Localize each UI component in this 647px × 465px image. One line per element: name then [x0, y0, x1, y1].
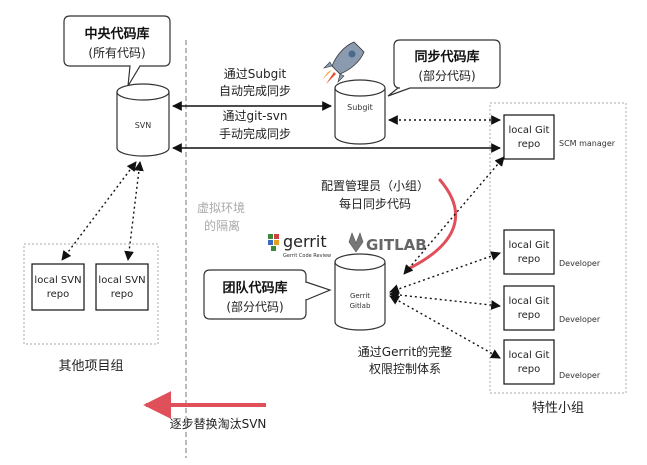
gerrit-dev-link-2 [389, 290, 501, 310]
scm-git-repo-line2: repo [518, 139, 541, 150]
sync-repo-title: 同步代码库 [414, 49, 479, 65]
gerrit-dev-link-3 [389, 295, 501, 359]
dev-role-label-3: Developer [559, 371, 601, 380]
local-svn-repo-2 [95, 263, 149, 311]
admin-sync-red-arrow [408, 178, 458, 270]
sync-repo-subtitle: (部分代码) [418, 68, 475, 83]
scm-git-repo-line1: local Git [509, 125, 550, 136]
dev-git-repo-1 [503, 229, 555, 275]
gitlab-logo-text: GITLAB [366, 236, 427, 254]
scm-gerrit-link [403, 156, 505, 275]
other-group: local SVN repo local SVN repo 其他项目组 [23, 243, 159, 374]
dev-git-repo-3-line1: local Git [509, 350, 550, 361]
feature-group-label: 特性小组 [532, 401, 584, 416]
local-svn-repo-2-line1: local SVN [98, 275, 145, 286]
rocket-icon [322, 41, 365, 84]
svn-local-link-1 [61, 161, 137, 261]
central-repo-title: 中央代码库 [84, 26, 149, 42]
sync-repo-callout: 同步代码库 (部分代码) [387, 39, 501, 97]
admin-sync-label-1: 配置管理员（小组） [321, 178, 429, 193]
isolation-label-2: 的隔离 [204, 218, 240, 233]
dev-git-repo-1-line2: repo [518, 254, 541, 265]
gerrit-dev-link-1 [389, 251, 501, 294]
gerrit-gitlab-cylinder: Gerrit Gitlab [334, 253, 386, 331]
gitsvn-sync-label-2: 手动完成同步 [219, 126, 291, 141]
scm-role-label: SCM manager [559, 139, 616, 148]
svn-cylinder: SVN [116, 83, 170, 157]
isolation-label-1: 虚拟环境 [197, 200, 245, 215]
team-repo-subtitle: (部分代码) [226, 299, 283, 314]
gerrit-logo-text: gerrit [283, 232, 327, 251]
dev-git-repo-3 [503, 339, 555, 385]
subgit-sync-label-1: 通过Subgit [224, 67, 287, 81]
local-svn-repo-1-line2: repo [47, 289, 70, 300]
dev-git-repo-1-line1: local Git [509, 240, 550, 251]
gerrit-logo: gerrit Gerrit Code Review [268, 232, 331, 259]
dev-role-label-1: Developer [559, 259, 601, 268]
dev-git-repo-2-line1: local Git [509, 296, 550, 307]
admin-sync-label-2: 每日同步代码 [339, 196, 411, 211]
gerrit-permission-label-2: 权限控制体系 [369, 362, 441, 376]
team-repo-title: 团队代码库 [222, 280, 287, 296]
svn-label: SVN [135, 121, 152, 130]
dev-git-repo-2-line2: repo [518, 310, 541, 321]
feature-group: local Git repo SCM manager local Git rep… [489, 102, 627, 416]
gerrit-logo-subtext: Gerrit Code Review [283, 253, 331, 259]
subgit-sync-label-2: 自动完成同步 [219, 83, 291, 98]
local-svn-repo-1 [31, 263, 85, 311]
central-repo-subtitle: (所有代码) [88, 46, 145, 60]
gerrit-permission-label-1: 通过Gerrit的完整 [358, 344, 452, 359]
dev-git-repo-2 [503, 285, 555, 331]
scm-git-repo [503, 114, 555, 160]
subgit-label: Subgit [347, 103, 373, 112]
replace-svn-label: 逐步替换淘汰SVN [170, 417, 267, 431]
local-svn-repo-2-line2: repo [111, 289, 134, 300]
gitlab-logo: GITLAB [348, 232, 427, 254]
gitsvn-sync-label-1: 通过git-svn [223, 109, 288, 123]
svn-local-link-2 [124, 161, 144, 261]
dev-git-repo-3-line2: repo [518, 364, 541, 375]
dev-role-label-2: Developer [559, 315, 601, 324]
other-group-label: 其他项目组 [58, 359, 123, 374]
gerrit-cylinder-label-1: Gerrit [350, 292, 370, 300]
team-repo-callout: 团队代码库 (部分代码) [203, 269, 332, 320]
local-svn-repo-1-line1: local SVN [34, 275, 81, 286]
subgit-cylinder: Subgit [334, 79, 386, 145]
gerrit-cylinder-label-2: Gitlab [350, 302, 371, 310]
central-repo-callout: 中央代码库 (所有代码) [63, 15, 171, 87]
